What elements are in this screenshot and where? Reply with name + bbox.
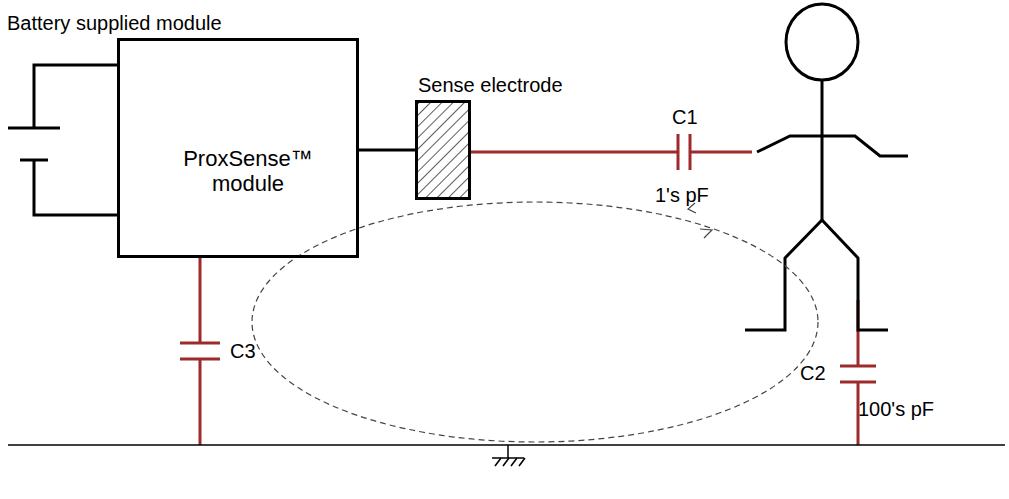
capacitor-c1 [470,134,752,170]
capacitor-label: C3 [230,340,256,363]
module-box: Battery supplied moduleProxSense™ module [117,38,359,258]
ground-line [8,445,1005,466]
capacitor-c3 [180,258,220,445]
person-figure [745,4,908,330]
capacitor-label: C2 [800,362,826,385]
capacitor-label: C1 [672,106,698,129]
battery-symbol [8,65,117,215]
signal-wire [359,149,415,152]
box-label: ProxSense™ module [183,146,313,197]
capacitance-value: 1's pF [655,184,709,207]
electrode-hatch [418,103,468,197]
box-heading: Sense electrode [418,74,563,97]
sense-electrode: Sense electrode [415,100,471,200]
box-heading: Battery supplied module [7,12,222,35]
current-loop [252,202,818,442]
capacitance-value: 100's pF [858,398,934,421]
